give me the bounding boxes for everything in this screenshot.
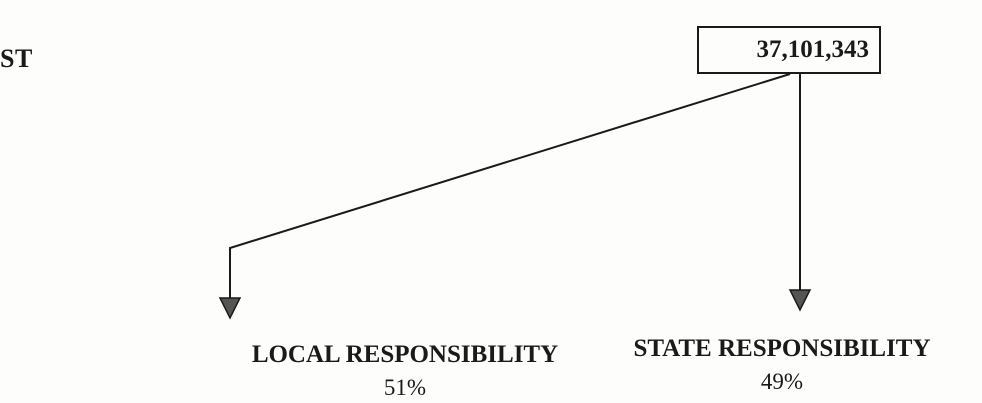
arrowhead-state [788,289,812,312]
local-responsibility-label: LOCAL RESPONSIBILITY [251,341,559,368]
state-responsibility-node: STATE RESPONSIBILITY 49% [582,335,982,394]
cut-off-heading: ST [0,44,33,73]
total-amount-box: 37,101,343 [697,26,881,74]
connector-to-local [229,73,791,298]
state-responsibility-label: STATE RESPONSIBILITY [633,335,931,362]
total-amount: 37,101,343 [756,36,870,63]
local-responsibility-percent: 51% [383,374,427,400]
state-responsibility-percent: 49% [760,368,804,394]
local-responsibility-node: LOCAL RESPONSIBILITY 51% [205,341,605,400]
arrowhead-local [218,297,242,320]
